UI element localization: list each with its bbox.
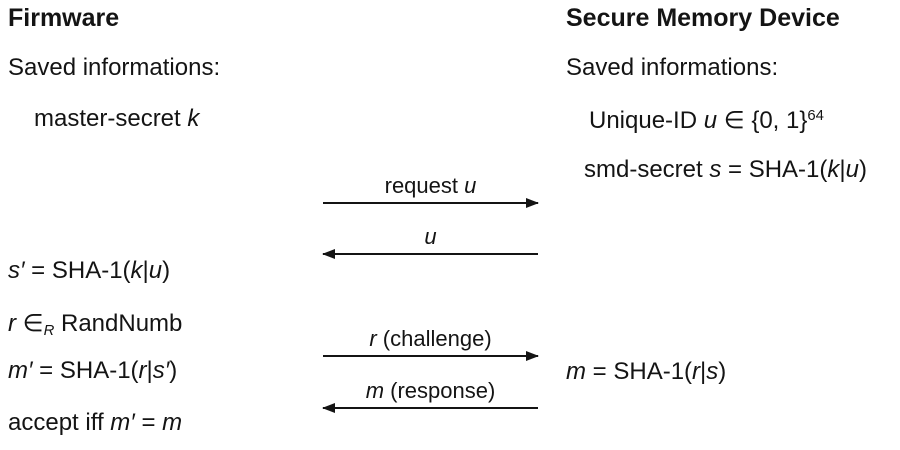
- message-arrow-r-challenge: r (challenge): [323, 326, 539, 361]
- right-m-computation-line: m = SHA-1(r|s): [566, 358, 727, 385]
- message-arrow-u-reply: u: [322, 224, 538, 259]
- right-party-title: Secure Memory Device: [566, 4, 840, 32]
- left-accept-condition-line: accept iff m′ = m: [8, 409, 183, 436]
- arrow-line: [323, 351, 539, 361]
- left-s-prime-computation-line: s′ = SHA-1(k|u): [8, 257, 171, 284]
- arrow-line: [322, 403, 538, 413]
- right-unique-id-line: Unique-ID u ∈ {0, 1}64: [589, 107, 824, 135]
- arrow-label-m-response: m (response): [365, 378, 496, 403]
- arrowhead-right-icon: [526, 198, 539, 208]
- left-m-prime-computation-line: m′ = SHA-1(r|s′): [8, 357, 178, 384]
- message-arrow-request-u: request u: [323, 173, 539, 208]
- right-saved-informations-label: Saved informations:: [566, 54, 779, 81]
- left-random-number-line: r ∈R RandNumb: [8, 310, 183, 340]
- right-smd-secret-line: smd-secret s = SHA-1(k|u): [584, 156, 867, 183]
- arrow-label-u: u: [424, 224, 437, 249]
- arrowhead-left-icon: [322, 249, 335, 259]
- left-saved-informations-label: Saved informations:: [8, 54, 221, 81]
- message-arrow-m-response: m (response): [322, 378, 538, 413]
- arrow-label-r-challenge: r (challenge): [369, 326, 492, 351]
- arrow-line: [323, 198, 539, 208]
- left-party-title: Firmware: [8, 4, 120, 32]
- arrow-label-request-u: request u: [384, 173, 477, 198]
- left-master-secret-line: master-secret k: [34, 105, 200, 132]
- arrowhead-left-icon: [322, 403, 335, 413]
- arrow-line: [322, 249, 538, 259]
- arrowhead-right-icon: [526, 351, 539, 361]
